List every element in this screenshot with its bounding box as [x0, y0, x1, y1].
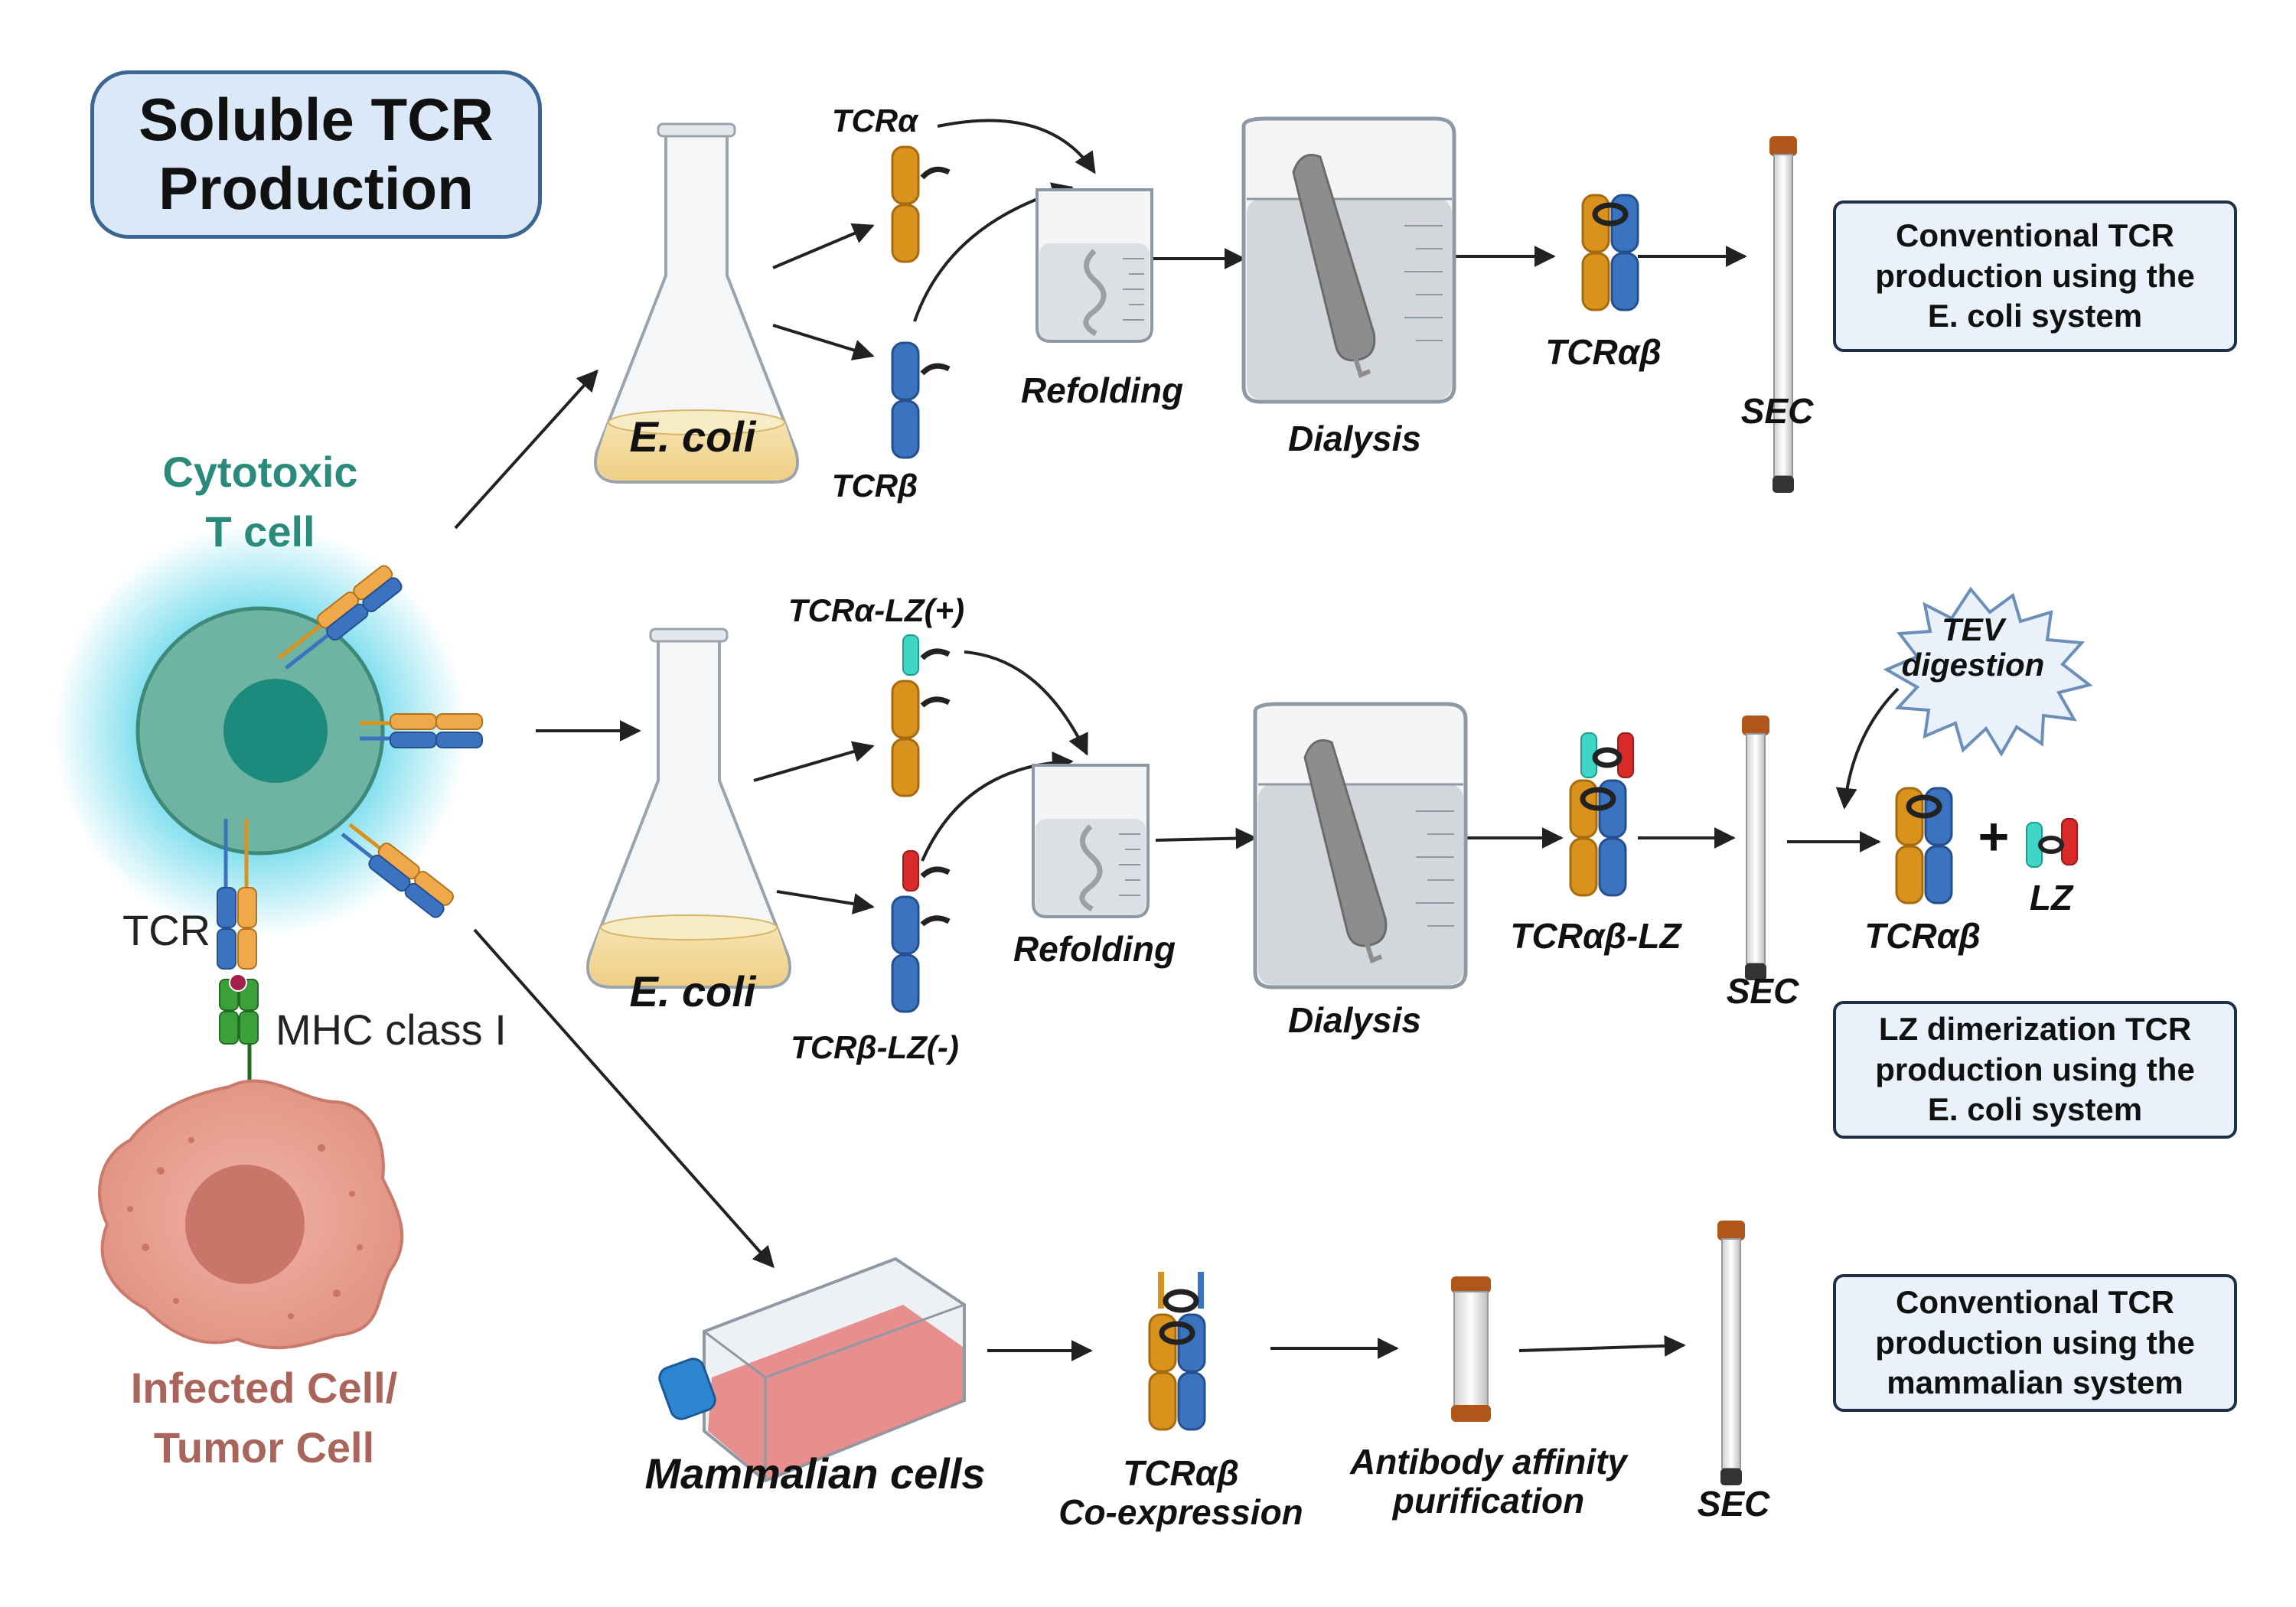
row3-arrows: [987, 1335, 1686, 1361]
tcr-mhc-complex: [217, 819, 259, 1102]
tev-label-line2: digestion: [1901, 647, 2045, 683]
row2-product-label: TCRαβ-LZ: [1510, 916, 1681, 956]
target-cell-label: Infected Cell/ Tumor Cell: [131, 1358, 398, 1478]
t-cell-label-line2: T cell: [205, 507, 315, 556]
row2-tcr-alpha-lz: [891, 634, 951, 797]
row1-arrows: [772, 119, 1747, 360]
title-line1: Soluble TCR: [139, 86, 494, 154]
plus-sign: +: [1978, 807, 2010, 866]
title-line2: Production: [158, 155, 474, 222]
row3-host-label: Mammalian cells: [644, 1449, 986, 1498]
row2-final-tcr-ab: [1895, 787, 1953, 905]
row1-beta-label: TCRβ: [831, 468, 918, 504]
row2-alpha-label: TCRα-LZ(+): [788, 592, 965, 628]
row1-alpha-label: TCRα: [831, 103, 918, 139]
target-cell-label-line2: Tumor Cell: [153, 1423, 375, 1472]
row2-tcr-ab-lz: [1569, 732, 1634, 897]
row1-dialysis-beaker: [1241, 116, 1456, 404]
row1-tcr-alpha: [891, 145, 951, 263]
row1-dialysis-label: Dialysis: [1288, 419, 1421, 458]
row1-sec-label: SEC: [1740, 391, 1814, 431]
row3-box-line3: mammalian system: [1887, 1364, 2183, 1401]
row1-sec-column: [1769, 136, 1797, 493]
lz-fragment: [2026, 818, 2078, 868]
surface-tcr-middle: [360, 713, 483, 748]
row3-affinity-line1: Antibody affinity: [1349, 1442, 1628, 1482]
lz-label: LZ: [2029, 878, 2073, 918]
row2-refolding-beaker: [1032, 764, 1150, 918]
tumor-cell: [98, 1079, 404, 1350]
row3-summary-box: Conventional TCR production using the ma…: [1833, 1274, 2237, 1412]
surface-tcr-lower: [341, 823, 454, 918]
row3-affinity-label: Antibody affinity purification: [1350, 1442, 1627, 1520]
row3-sec-column: [1717, 1221, 1745, 1485]
tcr-label: TCR: [122, 906, 211, 954]
row2-refolding-label: Refolding: [1013, 929, 1176, 969]
row1-tcr-ab: [1581, 194, 1639, 311]
row2-beta-label: TCRβ-LZ(-): [791, 1029, 959, 1065]
row2-sec-label: SEC: [1726, 971, 1799, 1011]
row2-final-label: TCRαβ: [1864, 916, 1981, 956]
row3-affinity-line2: purification: [1392, 1480, 1585, 1521]
row1-product-label: TCRαβ: [1545, 332, 1662, 372]
affinity-column: [1451, 1276, 1491, 1422]
tev-label-line1: TEV: [1942, 611, 2004, 647]
row1-refolding-label: Refolding: [1020, 370, 1184, 410]
row1-tcr-beta: [891, 341, 951, 459]
title-box: Soluble TCR Production: [90, 70, 542, 239]
row1-summary-box: Conventional TCR production using the E.…: [1833, 200, 2237, 352]
target-cell-label-line1: Infected Cell/: [130, 1364, 398, 1412]
row2-summary-box: LZ dimerization TCR production using the…: [1833, 1001, 2237, 1139]
row2-arrows: [753, 650, 1900, 914]
row3-coexp-line1: TCRαβ: [1123, 1453, 1239, 1493]
t-cell-label: Cytotoxic T cell: [162, 442, 357, 562]
row3-sec-label: SEC: [1697, 1484, 1770, 1524]
row2-box-line1: LZ dimerization TCR: [1878, 1011, 2192, 1048]
row1-flask: [594, 122, 799, 484]
row2-tcr-beta-lz: [891, 850, 951, 1013]
row3-tcr-ab-coexpression: [1148, 1272, 1206, 1431]
row2-host-label: E. coli: [629, 967, 756, 1015]
row2-dialysis-beaker: [1253, 702, 1468, 989]
row2-flask: [586, 627, 791, 989]
tev-starburst: [1883, 586, 2093, 757]
mammalian-culture-flask: [658, 1257, 966, 1483]
tev-label: TEV digestion: [1901, 611, 2045, 683]
arrows-from-t-cell: [454, 369, 775, 1269]
t-cell: [54, 524, 467, 937]
row3-coexp-label: TCRαβ Co-expression: [1058, 1454, 1303, 1531]
surface-tcr-upper: [277, 565, 403, 670]
row1-host-label: E. coli: [629, 412, 756, 461]
row3-box-line1: Conventional TCR: [1896, 1284, 2174, 1321]
row1-box-line1: Conventional TCR: [1896, 217, 2174, 254]
row3-box-line2: production using the: [1875, 1324, 2195, 1361]
row2-box-line3: E. coli system: [1927, 1091, 2143, 1128]
row1-refolding-beaker: [1035, 188, 1153, 343]
row3-coexp-line2: Co-expression: [1058, 1491, 1303, 1532]
row1-box-line2: production using the: [1875, 257, 2195, 294]
t-cell-label-line1: Cytotoxic: [162, 448, 358, 496]
row2-box-line2: production using the: [1875, 1051, 2195, 1087]
row2-dialysis-label: Dialysis: [1288, 1000, 1421, 1040]
row2-sec-column: [1742, 715, 1769, 980]
mhc-label: MHC class I: [276, 1006, 507, 1054]
row1-box-line3: E. coli system: [1927, 298, 2143, 334]
